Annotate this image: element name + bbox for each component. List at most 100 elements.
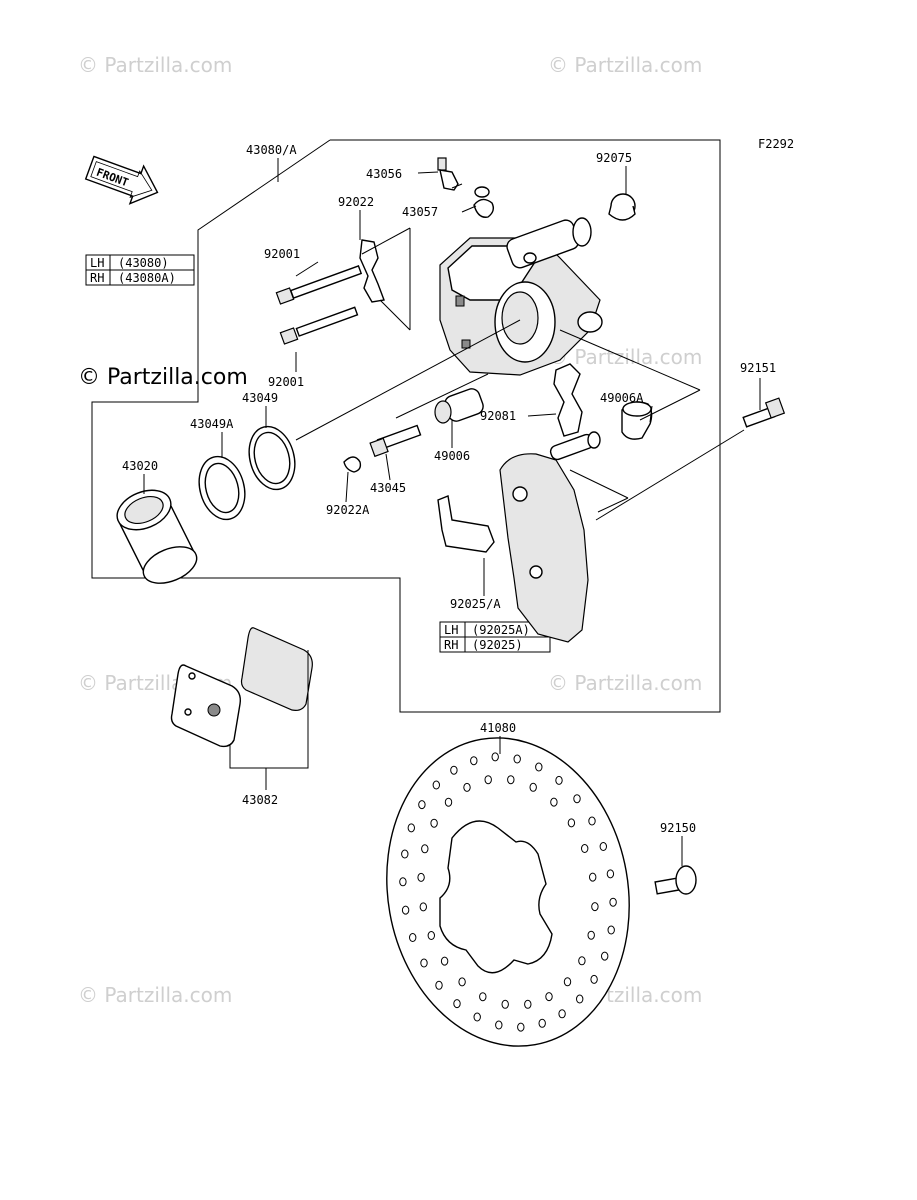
disc-hole xyxy=(607,925,615,935)
disc-hole xyxy=(555,775,563,785)
part-label: 43049 xyxy=(242,391,278,405)
seal-outer xyxy=(248,425,296,491)
disc-hole xyxy=(435,980,443,990)
watermark: © Partzilla.com xyxy=(78,983,232,1007)
disc-hole xyxy=(470,756,478,766)
disc-hole xyxy=(444,797,453,807)
part-label: 43045 xyxy=(370,481,406,495)
watermark: © Partzilla.com xyxy=(548,671,702,695)
disc-hole xyxy=(573,794,581,804)
bolt-upper xyxy=(275,265,363,305)
leader-lines xyxy=(143,158,761,866)
disc-hole xyxy=(473,1012,481,1022)
disc-hole xyxy=(430,818,438,828)
table-part: (43080A) xyxy=(118,271,176,285)
watermark: © Partzilla.com xyxy=(548,53,702,77)
disc-hole xyxy=(550,797,558,807)
disc-hole xyxy=(421,844,429,854)
disc-hole xyxy=(529,782,537,792)
part-label: 43082 xyxy=(242,793,278,807)
part-label: 43056 xyxy=(366,167,402,181)
boot-top xyxy=(608,193,636,221)
disc-hole xyxy=(407,823,415,833)
disc-hole xyxy=(599,842,607,851)
part-label: 92001 xyxy=(268,375,304,389)
disc-hole xyxy=(501,999,509,1009)
disc-hole xyxy=(440,956,449,966)
watermark: © Partzilla.com xyxy=(548,345,702,369)
disc-bolt xyxy=(654,865,697,895)
boot-side xyxy=(621,401,653,440)
disc-hole xyxy=(590,974,598,984)
disc-hole xyxy=(576,994,584,1004)
disc-hole xyxy=(458,977,466,987)
caliper-assembly-outline xyxy=(91,139,721,713)
watermark: © Partzilla.com xyxy=(78,53,232,77)
disc-hole xyxy=(567,818,576,828)
brake-pads xyxy=(170,627,313,748)
part-label: 43049A xyxy=(190,417,234,431)
disc-hole xyxy=(399,877,407,887)
table-part: (92025) xyxy=(472,638,523,652)
table-side: RH xyxy=(90,271,104,285)
disc-hole xyxy=(578,956,586,966)
disc-hole xyxy=(409,933,417,942)
disc-hole xyxy=(601,951,609,961)
disc-hole xyxy=(495,1020,503,1030)
guide-pin xyxy=(369,424,422,458)
plate-variant-table: LH (92025A) RH (92025) xyxy=(439,621,551,653)
part-label: 92075 xyxy=(596,151,632,165)
bracket-plate xyxy=(437,495,495,553)
disc-hole xyxy=(417,872,425,882)
caliper-body xyxy=(439,217,603,376)
piston xyxy=(116,489,198,584)
watermark-bold: © Partzilla.com xyxy=(78,365,248,390)
part-label: 92151 xyxy=(740,361,776,375)
brake-disc xyxy=(386,737,630,1047)
disc-hole xyxy=(587,930,595,940)
disc-hole xyxy=(606,869,615,879)
part-label: 49006 xyxy=(434,449,470,463)
bolt-right xyxy=(742,397,786,428)
disc-hole xyxy=(491,752,499,762)
spring-plate xyxy=(553,363,583,437)
disc-hole xyxy=(591,902,599,912)
disc-hole xyxy=(589,872,597,882)
part-label: 43080/A xyxy=(246,143,297,157)
part-label: 92001 xyxy=(264,247,300,261)
part-label: 43020 xyxy=(122,459,158,473)
part-label: 43057 xyxy=(402,205,438,219)
disc-hole xyxy=(524,999,532,1009)
clip xyxy=(343,456,362,473)
table-part: (92025A) xyxy=(472,623,530,637)
disc-hole xyxy=(479,992,487,1002)
disc-hole xyxy=(463,782,471,792)
part-label: 41080 xyxy=(480,721,516,735)
table-part: (43080) xyxy=(118,256,169,270)
part-label: 92025/A xyxy=(450,597,501,611)
disc-hole xyxy=(609,897,617,907)
disc-hole xyxy=(419,902,427,912)
disc-hole xyxy=(453,999,461,1009)
disc-hole xyxy=(513,754,521,764)
disc-hole xyxy=(581,844,589,853)
table-side: LH xyxy=(444,623,458,637)
bolt-lower xyxy=(279,306,359,345)
pad-spring xyxy=(359,239,385,303)
table-side: LH xyxy=(90,256,104,270)
disc-hole xyxy=(545,992,553,1002)
seal-inner xyxy=(198,455,246,521)
disc-hole xyxy=(535,762,543,772)
caliper-variant-table: LH (43080) RH (43080A) xyxy=(85,254,195,286)
part-label: 92150 xyxy=(660,821,696,835)
bleed-valve xyxy=(437,157,463,191)
disc-hole xyxy=(563,977,572,987)
part-label: 92081 xyxy=(480,409,516,423)
disc-hole xyxy=(418,800,426,810)
disc-hole xyxy=(507,775,515,785)
collar xyxy=(434,388,484,424)
disc-hole xyxy=(401,905,410,915)
disc-hole xyxy=(558,1009,566,1019)
part-label: 92022A xyxy=(326,503,370,517)
